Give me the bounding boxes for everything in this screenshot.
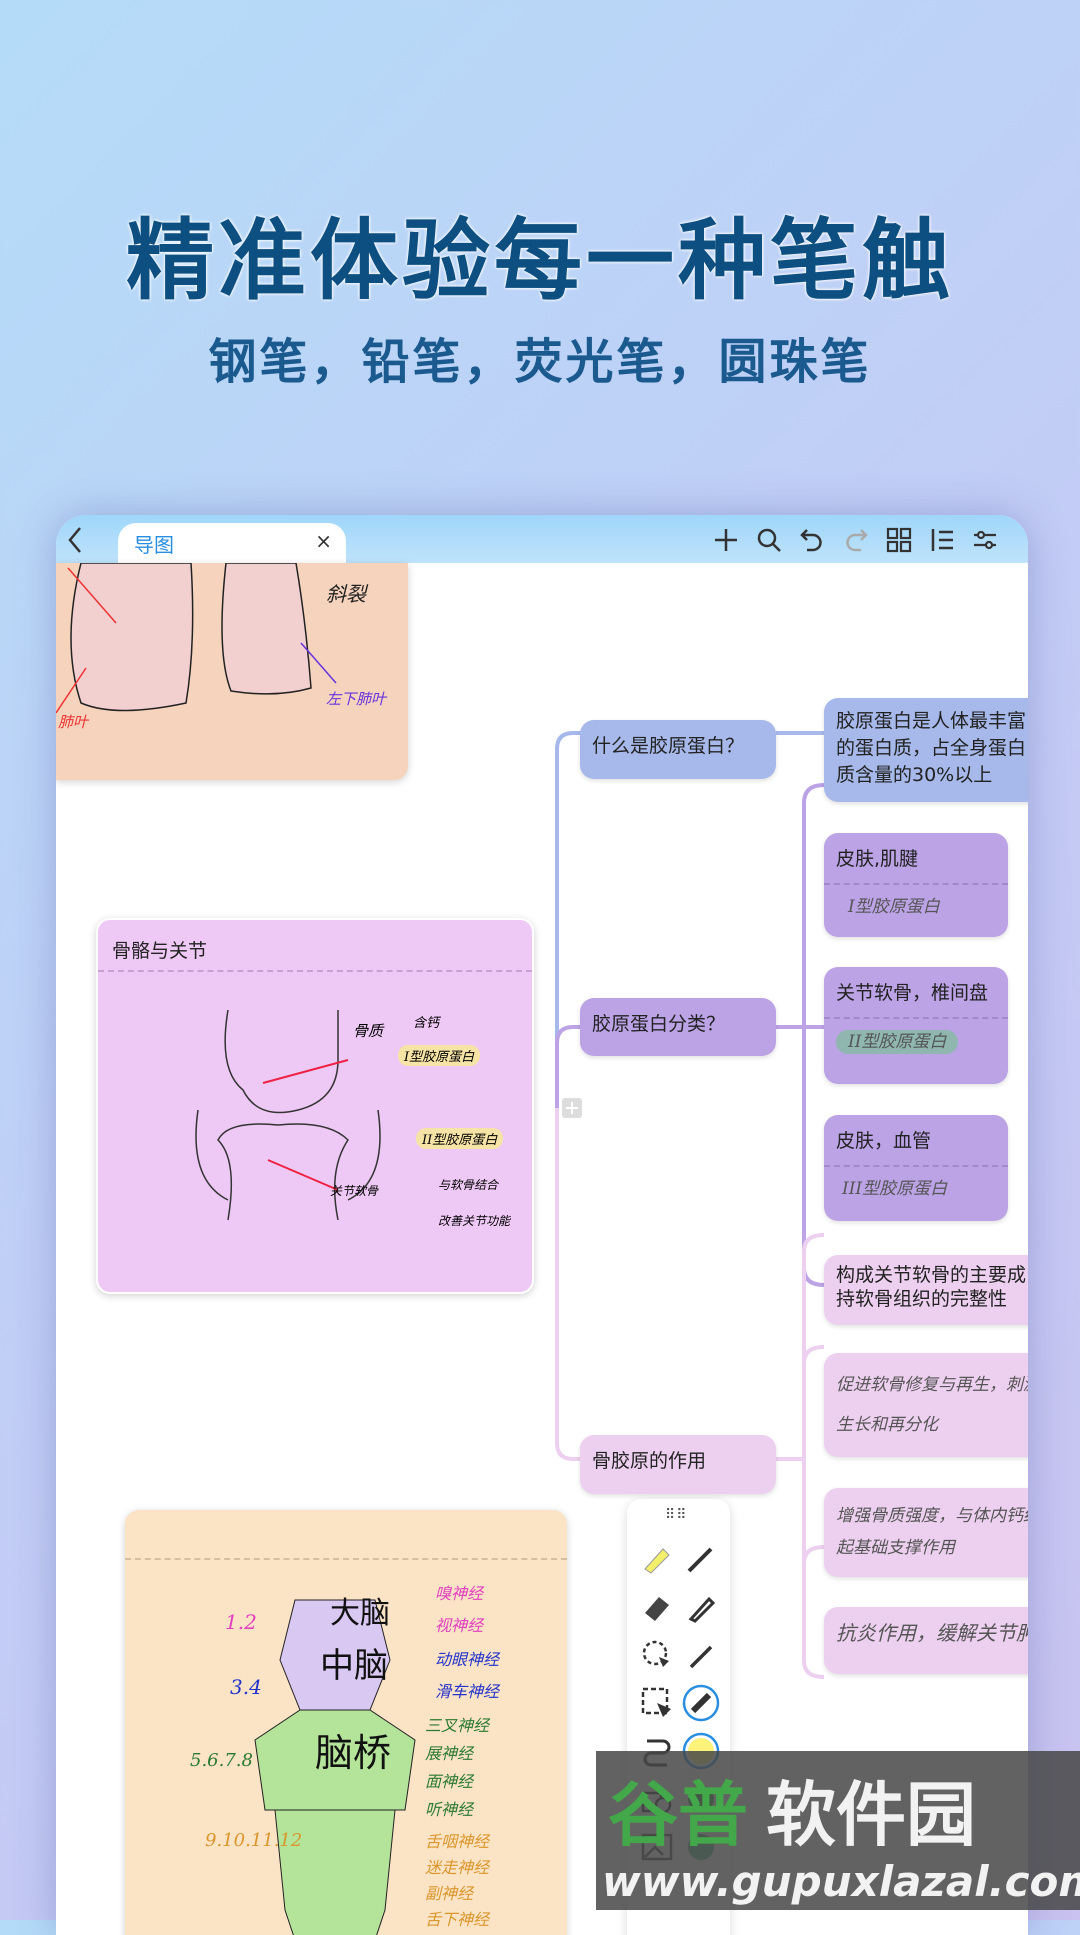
node-type-1[interactable]: 皮肤,肌腱 I型胶原蛋白 [824, 833, 1008, 937]
lasso-icon[interactable] [637, 1635, 677, 1675]
card-title: 骨骼与关节 [112, 940, 208, 962]
connector-lines [555, 731, 825, 1679]
nerve-number: 1.2 [225, 1610, 257, 1634]
nerve-label: 展神经 [425, 1744, 474, 1763]
svg-text:www.gupuxlazal.com: www.gupuxlazal.com [602, 1857, 1080, 1906]
pointer-lines [262, 1059, 349, 1191]
pencil-icon[interactable] [681, 1587, 721, 1627]
ballpoint-icon[interactable] [681, 1635, 721, 1675]
nerve-label: 听神经 [425, 1800, 474, 1819]
marker-icon[interactable] [681, 1683, 721, 1723]
lung-sketch [56, 562, 337, 714]
brain-part: 中脑 [320, 1646, 388, 1686]
tab-label: 导图 [134, 533, 174, 557]
handwritten-note: III型胶原蛋白 [842, 1179, 948, 1199]
node-text: 胶原蛋白是人体最丰富 [836, 710, 1027, 732]
svg-text:谷普: 谷普 [608, 1774, 748, 1856]
lung-drawing-card[interactable]: 斜裂 左下肺叶 肺叶 [56, 562, 408, 780]
nerve-label: 动眼神经 [435, 1650, 500, 1669]
settings-sliders-icon[interactable] [968, 523, 1002, 557]
close-tab-icon[interactable]: × [315, 529, 332, 553]
node-title: 皮肤，血管 [836, 1130, 932, 1152]
expand-icon [562, 1098, 582, 1118]
node-type-2[interactable]: 关节软骨，椎间盘 II型胶原蛋白 [824, 967, 1008, 1084]
tab-mindmap[interactable]: 导图 × [118, 523, 346, 563]
headline: 精准体验每一种笔触 [125, 209, 954, 312]
node-text: 构成关节软骨的主要成 [836, 1264, 1027, 1286]
handwritten-note: 生长和再分化 [836, 1415, 938, 1435]
handwritten-note: 增强骨质强度，与体内钙结合 [836, 1506, 1028, 1526]
node-function-4[interactable]: 抗炎作用，缓解关节肿胀 [824, 1607, 1028, 1674]
handwritten-note: II型胶原蛋白 [836, 1030, 959, 1054]
node-type-3[interactable]: 皮肤，血管 III型胶原蛋白 [824, 1115, 1008, 1221]
drag-handle-icon[interactable]: ⠿⠿ [665, 1507, 688, 1523]
bone-label: 与软骨结合 [438, 1178, 499, 1192]
lung-label: 左下肺叶 [326, 690, 387, 708]
brainstem-sketch [254, 1599, 416, 1935]
undo-icon[interactable] [795, 523, 829, 557]
brain-nerves-card[interactable]: 大脑 中脑 脑桥 1.2 3.4 5.6.7.8 9.10.11.12 嗅神经视… [125, 1510, 567, 1935]
eraser-icon[interactable] [637, 1587, 677, 1627]
node-what-is-collagen[interactable]: 什么是胶原蛋白？ [580, 720, 776, 779]
nerve-label: 嗅神经 [435, 1584, 484, 1603]
node-title: 皮肤,肌腱 [836, 848, 919, 870]
node-label: 什么是胶原蛋白？ [592, 735, 745, 757]
back-icon[interactable] [58, 523, 92, 557]
select-icon[interactable] [637, 1683, 677, 1723]
nerve-label: 视神经 [435, 1616, 484, 1635]
bone-label: II型胶原蛋白 [416, 1128, 504, 1149]
nerve-label: 面神经 [425, 1772, 474, 1791]
bone-joint-card[interactable]: 骨骼与关节 骨质 含钙 I型胶原蛋白 II型胶原蛋白 关节软骨 与软骨结合 改善… [96, 918, 534, 1294]
handwritten-note: 起基础支撑作用 [836, 1538, 955, 1558]
lung-label: 肺叶 [58, 713, 89, 731]
nerve-label: 舌下神经 [425, 1910, 490, 1929]
node-text: 的蛋白质，占全身蛋白 [836, 737, 1027, 759]
node-collagen-definition[interactable]: 胶原蛋白是人体最丰富的蛋白质，占全身蛋白质含量的30%以上 [824, 698, 1028, 802]
knee-joint-sketch [195, 1010, 381, 1221]
brain-part: 脑桥 [315, 1731, 392, 1775]
subheadline: 钢笔，铅笔，荧光笔，圆珠笔 [208, 334, 872, 390]
node-collagen-function[interactable]: 骨胶原的作用 [580, 1435, 776, 1494]
redo-icon[interactable] [839, 523, 873, 557]
search-icon[interactable] [752, 523, 786, 557]
handwritten-note: 促进软骨修复与再生，刺激 [836, 1375, 1028, 1395]
bone-label: I型胶原蛋白 [398, 1045, 481, 1066]
node-collagen-types[interactable]: 胶原蛋白分类？ [580, 998, 776, 1056]
node-function-3[interactable]: 增强骨质强度，与体内钙结合起基础支撑作用 [824, 1488, 1028, 1577]
node-text: 质含量的30%以上 [836, 764, 993, 786]
svg-text:软件园: 软件园 [766, 1774, 976, 1856]
nerve-label: 迷走神经 [425, 1858, 490, 1877]
bone-label: 关节软骨 [330, 1184, 379, 1198]
nerve-number: 9.10.11.12 [205, 1830, 303, 1851]
bone-label: 改善关节功能 [438, 1214, 511, 1228]
bone-label: 含钙 [413, 1016, 440, 1031]
top-toolbar: 导图 × [56, 515, 1028, 563]
brain-part: 大脑 [330, 1596, 390, 1631]
node-label: 骨胶原的作用 [592, 1450, 707, 1472]
app-window: 导图 × 斜裂 左下肺叶 肺叶 什么是胶原蛋白？ 胶原蛋白是人体最丰富的蛋白质，… [56, 515, 1028, 1935]
node-function-2[interactable]: 促进软骨修复与再生，刺激生长和再分化 [824, 1353, 1028, 1457]
pen-icon[interactable] [681, 1539, 721, 1579]
node-function-1[interactable]: 构成关节软骨的主要成持软骨组织的完整性 [824, 1255, 1028, 1325]
nerve-number: 5.6.7.8 [190, 1750, 253, 1771]
nerve-label: 滑车神经 [435, 1682, 500, 1701]
mindmap-canvas[interactable]: 斜裂 左下肺叶 肺叶 什么是胶原蛋白？ 胶原蛋白是人体最丰富的蛋白质，占全身蛋白… [56, 562, 1028, 1935]
node-label: 胶原蛋白分类？ [592, 1013, 726, 1035]
highlighter-icon[interactable] [637, 1539, 677, 1579]
grid-icon[interactable] [882, 523, 916, 557]
add-icon[interactable] [709, 523, 743, 557]
node-text: 持软骨组织的完整性 [836, 1288, 1008, 1310]
nerve-label: 舌咽神经 [425, 1832, 490, 1851]
nerve-number: 3.4 [230, 1675, 262, 1699]
handwritten-note: I型胶原蛋白 [848, 897, 940, 917]
node-title: 关节软骨，椎间盘 [836, 982, 989, 1004]
lung-label: 斜裂 [326, 582, 366, 606]
outline-icon[interactable] [925, 523, 959, 557]
bone-label: 骨质 [353, 1022, 384, 1040]
nerve-label: 三叉神经 [425, 1716, 490, 1735]
nerve-label: 副神经 [425, 1884, 474, 1903]
handwritten-note: 抗炎作用，缓解关节肿胀 [836, 1621, 1028, 1645]
